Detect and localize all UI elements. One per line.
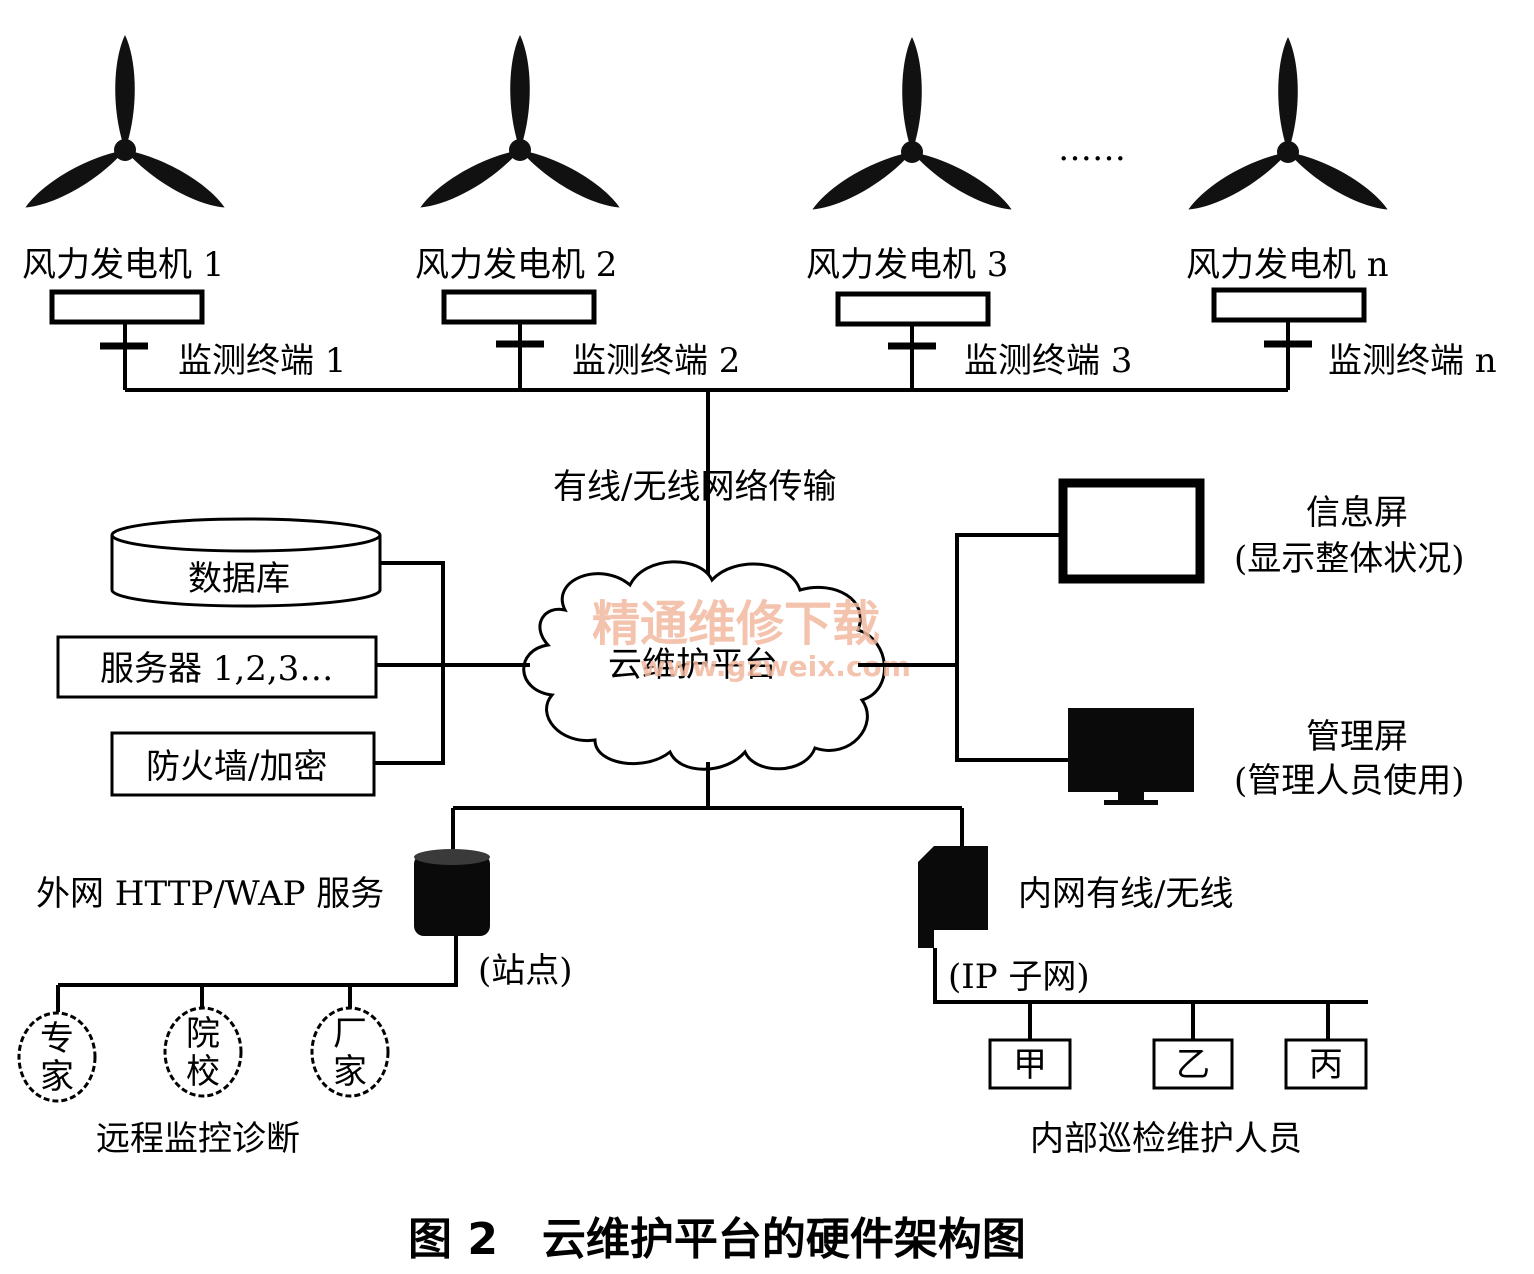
nacelle-box-n (1211, 287, 1367, 323)
turbine-2 (420, 35, 620, 208)
node-institute-bottom: 校 (186, 1052, 220, 1092)
turbine-blades-icon (25, 35, 225, 208)
node-expert-top: 专 (40, 1019, 74, 1059)
node-manufacturer-top: 厂 (333, 1014, 367, 1054)
turbine-label-n: 风力发电机 n (1186, 245, 1389, 285)
external-station-label: (站点) (478, 951, 573, 991)
turbine-blades-icon (1188, 37, 1388, 210)
terminal-label-3: 监测终端 3 (964, 341, 1132, 381)
info-screen-desc: (显示整体状况) (1234, 539, 1465, 579)
node-jia-box (988, 1038, 1072, 1090)
figure-caption: 图 2 云维护平台的硬件架构图 (408, 1214, 1026, 1265)
turbine-blades-icon (812, 37, 1012, 210)
firewall-label: 防火墙/加密 (146, 747, 327, 787)
database-cylinder: 数据库 (110, 517, 382, 608)
info-screen-icon (1058, 478, 1205, 584)
terminal-label-2: 监测终端 2 (572, 341, 740, 381)
management-screen-desc: (管理人员使用) (1234, 761, 1465, 801)
node-expert: 专 家 (17, 1011, 97, 1103)
turbine-blades-icon (420, 35, 620, 208)
cloud-platform: 云维护平台 (522, 560, 886, 771)
node-expert-bottom: 家 (40, 1057, 74, 1097)
right-connectors (858, 533, 1070, 762)
turbine-3 (812, 37, 1012, 210)
turbine-n (1188, 37, 1388, 210)
external-service-label: 外网 HTTP/WAP 服务 (36, 874, 384, 914)
cloud-icon (522, 560, 886, 771)
nacelle-box-1 (49, 289, 205, 325)
network-label: 有线/无线网络传输 (553, 467, 836, 507)
servers-box (56, 635, 378, 699)
internal-node-bus (933, 948, 1368, 1040)
internal-switch-icon (918, 846, 988, 948)
turbine-label-3: 风力发电机 3 (806, 245, 1008, 285)
terminal-label-n: 监测终端 n (1328, 341, 1497, 381)
node-bing-box (1284, 1038, 1368, 1090)
node-institute-top: 院 (186, 1014, 220, 1054)
nacelle-box-3 (835, 291, 991, 327)
node-manufacturer-bottom: 家 (333, 1052, 367, 1092)
cloud-label: 云维护平台 (608, 645, 778, 685)
node-jia-label: 甲 (1013, 1045, 1047, 1085)
external-node-bus (58, 936, 458, 987)
bottom-branch-lines (451, 762, 964, 852)
turbine-1 (25, 35, 225, 208)
internal-network-label: 内网有线/无线 (1018, 874, 1233, 914)
external-node-connectors (56, 985, 352, 1012)
turbines-ellipsis: …… (1058, 129, 1126, 169)
management-screen-label: 管理屏 (1306, 717, 1408, 757)
node-bing-label: 丙 (1309, 1045, 1343, 1085)
servers-label: 服务器 1,2,3… (100, 649, 333, 689)
node-yi-box (1152, 1038, 1234, 1090)
watermark-text: 精通维修下载 (592, 596, 880, 652)
info-screen-label: 信息屏 (1306, 493, 1408, 533)
database-label: 数据库 (188, 559, 290, 599)
management-screen-icon (1068, 708, 1194, 805)
internal-staff-caption: 内部巡检维护人员 (1030, 1119, 1302, 1159)
external-server-icon (414, 849, 490, 936)
node-yi-label: 乙 (1176, 1045, 1210, 1085)
terminal-label-1: 监测终端 1 (178, 341, 346, 381)
remote-diagnosis-caption: 远程监控诊断 (96, 1119, 300, 1159)
nacelle-box-2 (441, 289, 597, 325)
terminal-connectors (100, 320, 1312, 390)
node-institute: 院 校 (163, 1006, 243, 1098)
turbine-label-2: 风力发电机 2 (415, 245, 617, 285)
internal-subnet-label: (IP 子网) (948, 957, 1090, 997)
left-connectors (374, 561, 530, 765)
node-manufacturer: 厂 家 (310, 1006, 390, 1098)
turbine-label-1: 风力发电机 1 (22, 245, 224, 285)
firewall-box (110, 731, 376, 797)
